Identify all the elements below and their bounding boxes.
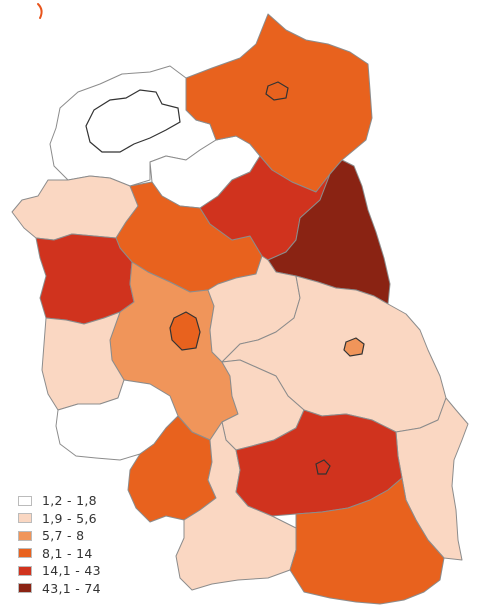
region-west-peach-1 [11,175,139,241]
legend-swatch [18,513,32,524]
city-outline-north [265,81,289,101]
legend-item: 8,1 - 14 [18,545,158,563]
legend-swatch [18,548,32,559]
legend-label: 1,9 - 5,6 [42,510,97,526]
legend-label: 5,7 - 8 [42,528,85,544]
region-red-west [35,233,135,325]
map-legend: 1,2 - 1,8 1,9 - 5,6 5,7 - 8 8,1 - 14 14,… [18,492,158,597]
region-north-orange [185,13,373,193]
legend-item: 1,2 - 1,8 [18,492,158,510]
legend-swatch [18,495,32,506]
city-outline-east [343,337,365,357]
city-outline-se [315,459,331,475]
legend-swatch [18,530,32,541]
legend-label: 8,1 - 14 [42,545,93,561]
legend-label: 14,1 - 43 [42,563,101,579]
city-outline-center [169,311,201,351]
legend-item: 43,1 - 74 [18,580,158,598]
region-west-peach-2 [41,311,125,411]
legend-label: 43,1 - 74 [42,580,101,596]
legend-label: 1,2 - 1,8 [42,493,97,509]
region-orange-south [289,477,445,605]
legend-item: 5,7 - 8 [18,527,158,545]
legend-swatch [18,583,32,594]
city-outline-nw [85,89,181,153]
legend-item: 1,9 - 5,6 [18,510,158,528]
corner-mark [37,3,43,19]
legend-item: 14,1 - 43 [18,562,158,580]
legend-swatch [18,565,32,576]
